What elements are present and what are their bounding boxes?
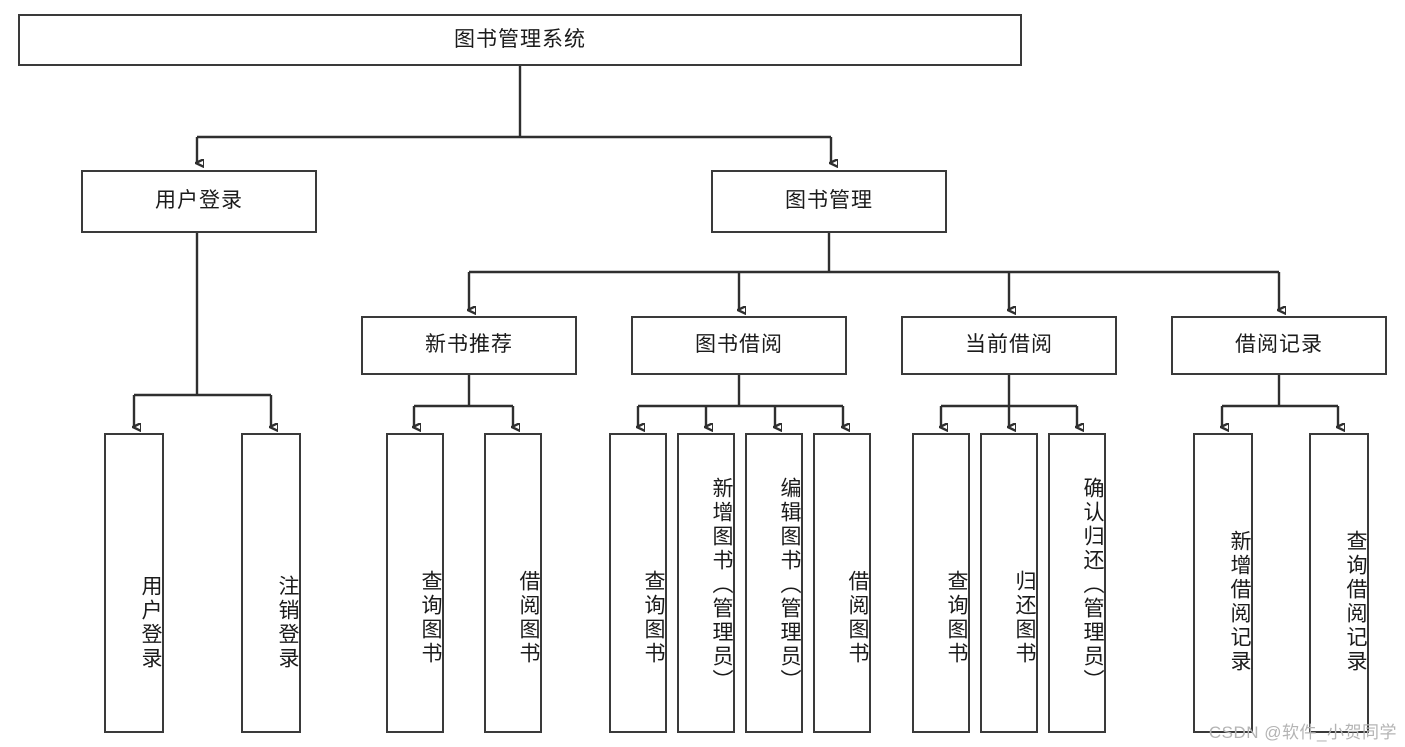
- node-borrow-record[interactable]: 借阅记录: [1171, 316, 1387, 375]
- leaf-user-logout[interactable]: 注销登录: [241, 433, 301, 733]
- leaf-add-book[interactable]: 新增图书（管理员）: [677, 433, 735, 733]
- node-current-borrow[interactable]: 当前借阅: [901, 316, 1117, 375]
- node-root-system[interactable]: 图书管理系统: [18, 14, 1022, 66]
- leaf-query-book-current[interactable]: 查询图书: [912, 433, 970, 733]
- node-new-book-recommend[interactable]: 新书推荐: [361, 316, 577, 375]
- leaf-borrow-book-recommend[interactable]: 借阅图书: [484, 433, 542, 733]
- leaf-edit-book[interactable]: 编辑图书（管理员）: [745, 433, 803, 733]
- leaf-query-book-recommend[interactable]: 查询图书: [386, 433, 444, 733]
- leaf-add-borrow-record[interactable]: 新增借阅记录: [1193, 433, 1253, 733]
- node-book-manage[interactable]: 图书管理: [711, 170, 947, 233]
- node-book-borrow[interactable]: 图书借阅: [631, 316, 847, 375]
- leaf-borrow-book-borrow[interactable]: 借阅图书: [813, 433, 871, 733]
- node-user-login[interactable]: 用户登录: [81, 170, 317, 233]
- csdn-watermark: CSDN @软件_小贺同学: [1208, 723, 1397, 742]
- leaf-user-login[interactable]: 用户登录: [104, 433, 164, 733]
- leaf-confirm-return[interactable]: 确认归还（管理员）: [1048, 433, 1106, 733]
- leaf-query-borrow-record[interactable]: 查询借阅记录: [1309, 433, 1369, 733]
- leaf-return-book[interactable]: 归还图书: [980, 433, 1038, 733]
- leaf-query-book-borrow[interactable]: 查询图书: [609, 433, 667, 733]
